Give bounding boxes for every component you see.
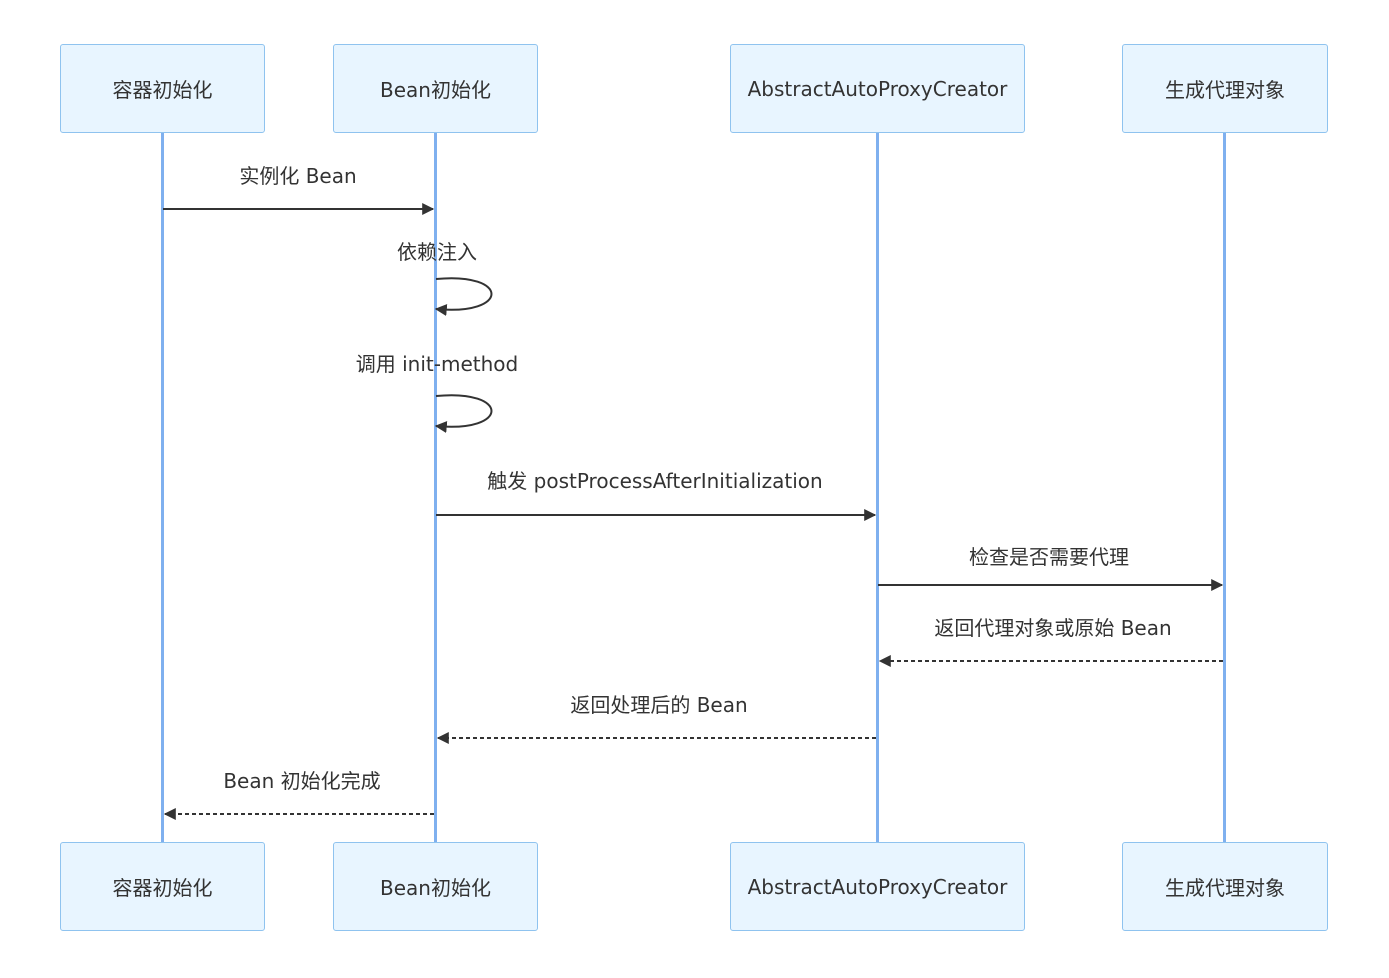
actor-label: 生成代理对象 xyxy=(1165,876,1285,900)
actor-top-container: 容器初始化 xyxy=(60,44,265,133)
message-label-return-proxy: 返回代理对象或原始 Bean xyxy=(934,616,1172,640)
actor-label: 生成代理对象 xyxy=(1165,78,1285,102)
message-label-inject: 依赖注入 xyxy=(397,240,477,264)
actor-bottom-proxy: 生成代理对象 xyxy=(1122,842,1328,931)
lifeline-container xyxy=(161,132,164,843)
lifeline-aapc xyxy=(876,132,879,843)
actor-bottom-bean: Bean初始化 xyxy=(333,842,538,931)
message-label-init-complete: Bean 初始化完成 xyxy=(223,769,381,793)
actor-label: AbstractAutoProxyCreator xyxy=(747,874,1008,899)
actor-bottom-aapc: AbstractAutoProxyCreator xyxy=(730,842,1025,931)
actor-top-aapc: AbstractAutoProxyCreator xyxy=(730,44,1025,133)
arrow-self-init-method xyxy=(434,394,493,433)
actor-label: 容器初始化 xyxy=(112,78,213,102)
lifeline-proxy xyxy=(1223,132,1226,843)
message-label-check-proxy: 检查是否需要代理 xyxy=(969,545,1129,569)
message-label-instantiate: 实例化 Bean xyxy=(239,164,357,188)
actor-label: Bean初始化 xyxy=(380,78,491,102)
actor-label: Bean初始化 xyxy=(380,876,491,900)
actor-label: AbstractAutoProxyCreator xyxy=(747,76,1008,101)
actor-top-bean: Bean初始化 xyxy=(333,44,538,133)
lifeline-bean xyxy=(434,132,437,843)
message-label-postprocess: 触发 postProcessAfterInitialization xyxy=(487,469,823,493)
message-label-init-method: 调用 init-method xyxy=(355,352,519,376)
actor-bottom-container: 容器初始化 xyxy=(60,842,265,931)
actor-label: 容器初始化 xyxy=(112,876,213,900)
arrow-self-inject xyxy=(434,277,493,316)
message-label-return-processed: 返回处理后的 Bean xyxy=(570,693,748,717)
actor-top-proxy: 生成代理对象 xyxy=(1122,44,1328,133)
